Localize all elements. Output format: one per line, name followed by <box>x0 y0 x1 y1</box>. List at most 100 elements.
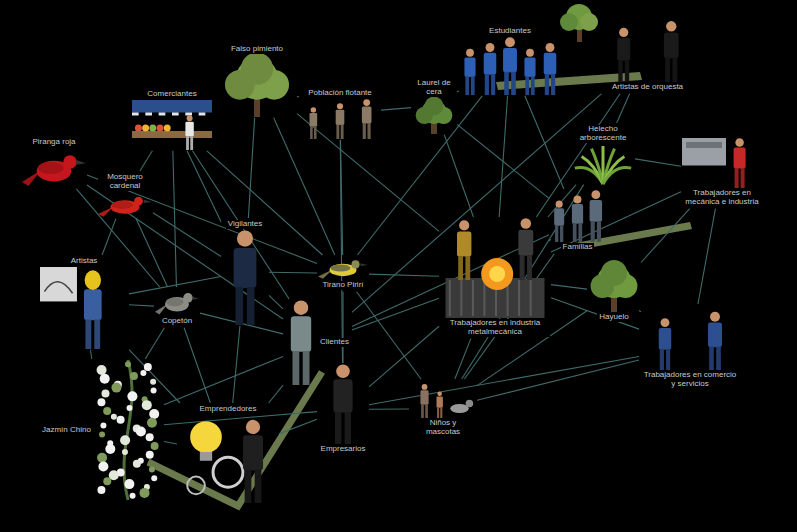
species-node: Mosquero cardenal <box>98 172 152 218</box>
node-label: Población flotante <box>306 89 374 98</box>
species-node: Copetón <box>155 288 199 327</box>
node-label: Estudiantes <box>487 27 533 36</box>
icon-part <box>155 293 199 315</box>
icon-part <box>710 312 720 322</box>
node-label: Trabajadores en comercio y servicios <box>640 371 740 389</box>
icon-part <box>241 52 273 84</box>
icon-part <box>481 258 513 290</box>
icon-part <box>617 38 630 61</box>
connector-line <box>269 385 283 403</box>
icon-part <box>659 312 722 370</box>
icon-part <box>682 138 726 166</box>
icon-part <box>157 124 164 131</box>
connector-line <box>164 442 177 444</box>
node-label: Falso pimiento <box>229 45 285 54</box>
connector-line <box>136 219 168 287</box>
icon-part <box>145 112 152 115</box>
icon-part <box>472 280 474 316</box>
connector-line <box>352 298 439 330</box>
icon-part <box>103 477 111 485</box>
icon-part <box>151 475 157 481</box>
icon-part <box>464 37 556 95</box>
icon-part <box>96 360 159 500</box>
icon-part <box>483 280 485 316</box>
connector-line <box>641 209 690 263</box>
icon-part <box>440 407 442 418</box>
icon-part <box>243 435 263 470</box>
icon-part <box>484 53 497 75</box>
group-band <box>148 372 322 506</box>
workers-illustration <box>440 218 550 318</box>
connector-line <box>269 295 283 309</box>
icon-part <box>151 442 159 450</box>
icon-part <box>521 218 532 229</box>
icon-part <box>485 74 489 95</box>
icon-part <box>505 37 515 47</box>
icon-part <box>457 231 471 256</box>
node-label: Laurel de cera <box>412 79 456 97</box>
connector-line <box>90 350 91 359</box>
icon-part <box>625 60 629 82</box>
species-node: Trabajadores en comercio y servicios <box>640 305 740 390</box>
icon-part <box>132 131 212 138</box>
icon-part <box>185 112 192 115</box>
icon-part <box>351 260 359 268</box>
tree-crown <box>560 13 578 31</box>
icon-part <box>664 32 679 58</box>
icon-part <box>309 113 317 126</box>
connector-line <box>369 274 439 276</box>
icon-part <box>449 280 451 316</box>
connector-line <box>192 151 289 299</box>
node-label: Niños y mascotas <box>410 419 476 437</box>
node-label: Comerciantes <box>145 90 198 99</box>
icon-part <box>525 76 529 95</box>
people-illustration <box>460 37 560 95</box>
icon-part <box>554 208 564 225</box>
icon-part <box>489 266 505 282</box>
icon-part <box>150 388 156 394</box>
species-node: Empresarios <box>318 364 368 455</box>
icon-part <box>446 218 545 318</box>
node-label: Trabajadores en mecánica e industria <box>682 189 762 207</box>
icon-part <box>139 488 149 498</box>
icon-part <box>333 364 352 444</box>
tree-illustration <box>560 4 598 42</box>
market-illustration <box>132 100 212 150</box>
species-node: Estudiantes <box>460 26 560 95</box>
icon-part <box>437 392 442 397</box>
icon-part <box>112 201 134 209</box>
icon-part <box>187 476 205 494</box>
icon-part <box>659 328 671 350</box>
worker-illustration <box>682 138 762 188</box>
icon-part <box>437 396 443 407</box>
icon-part <box>40 267 102 349</box>
connector-line <box>444 135 473 217</box>
icon-part <box>22 155 86 186</box>
icon-part <box>661 318 670 327</box>
icon-part <box>103 407 111 415</box>
fern-illustration <box>572 144 634 184</box>
icon-part <box>486 43 495 52</box>
node-label: Hayuelo <box>597 313 630 322</box>
icon-part <box>460 280 462 316</box>
icon-part <box>556 201 563 208</box>
icon-part <box>127 391 137 401</box>
people-illustration <box>300 99 380 139</box>
icon-part <box>142 124 149 131</box>
icon-part <box>200 452 212 461</box>
icon-part <box>416 96 453 133</box>
icon-part <box>149 466 155 472</box>
icon-part <box>363 99 370 106</box>
icon-part <box>185 121 193 136</box>
icon-part <box>331 264 351 271</box>
artist-illustration <box>40 267 128 349</box>
icon-part <box>336 364 350 378</box>
icon-part <box>578 223 582 242</box>
node-label: Tirano Pirirí <box>320 281 365 290</box>
icon-part <box>101 389 109 397</box>
bulb-illustration <box>178 415 278 503</box>
icon-part <box>150 379 156 385</box>
icon-part <box>471 76 475 95</box>
icon-part <box>97 453 107 463</box>
